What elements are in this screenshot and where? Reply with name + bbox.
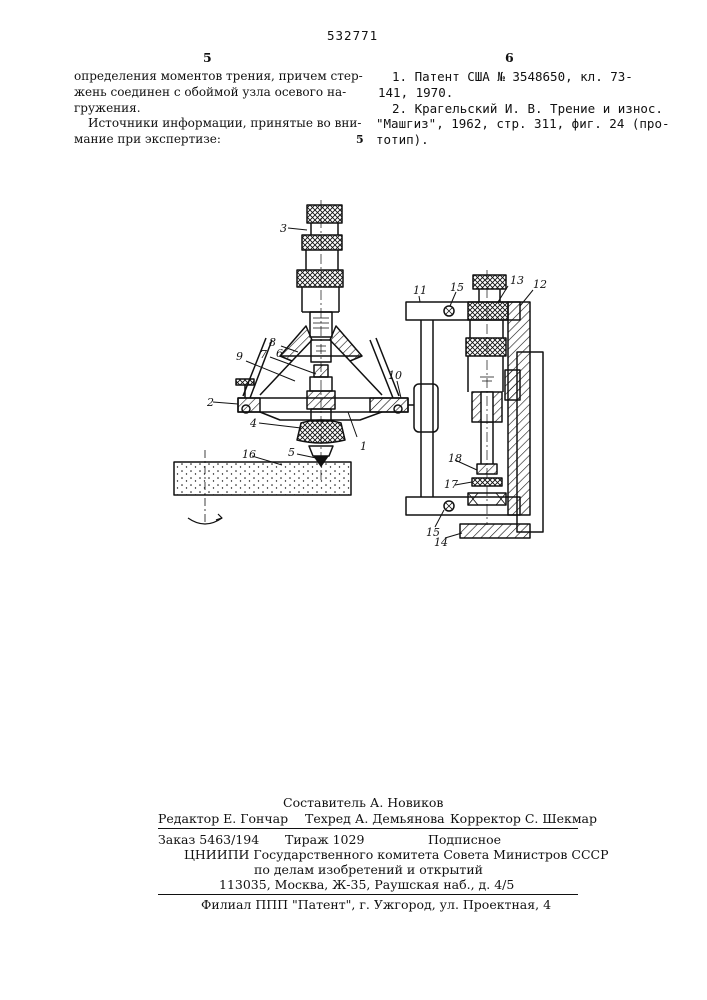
label-11: 11 [413, 284, 427, 297]
label-7: 7 [260, 348, 267, 361]
corrector: Корректор С. Шекмар [450, 811, 597, 826]
branch: Филиал ППП "Патент", г. Ужгород, ул. Про… [201, 897, 551, 912]
footer-rule-1 [158, 828, 578, 829]
label-14: 14 [434, 536, 448, 549]
label-8: 8 [269, 336, 276, 349]
editor: Редактор Е. Гончар [158, 811, 288, 826]
label-10: 10 [388, 369, 402, 382]
label-4: 4 [249, 417, 257, 430]
footer-rule-2 [158, 894, 578, 895]
techred: Техред А. Демьянова [305, 811, 445, 826]
micrometer-screw [466, 270, 508, 525]
subscription: Подписное [428, 832, 501, 847]
label-9: 9 [236, 350, 243, 363]
circulation: Тираж 1029 [285, 832, 364, 847]
label-12: 12 [533, 278, 547, 291]
vertical-column [505, 302, 543, 532]
label-5: 5 [288, 446, 295, 459]
compiler-line: Составитель А. Новиков [283, 795, 443, 810]
org-line-1: ЦНИИПИ Государственного комитета Совета … [184, 847, 609, 862]
label-13: 13 [510, 274, 524, 287]
label-3: 3 [280, 222, 287, 235]
label-2: 2 [206, 396, 214, 409]
label-6: 6 [276, 347, 283, 360]
label-16: 16 [242, 448, 256, 461]
label-1: 1 [360, 440, 367, 453]
address: 113035, Москва, Ж-35, Раушская наб., д. … [219, 877, 514, 892]
label-17: 17 [444, 478, 458, 491]
label-15-top: 15 [450, 281, 464, 294]
order-number: Заказ 5463/194 [158, 832, 259, 847]
org-line-2: по делам изобретений и открытий [254, 862, 483, 877]
label-18: 18 [448, 452, 462, 465]
